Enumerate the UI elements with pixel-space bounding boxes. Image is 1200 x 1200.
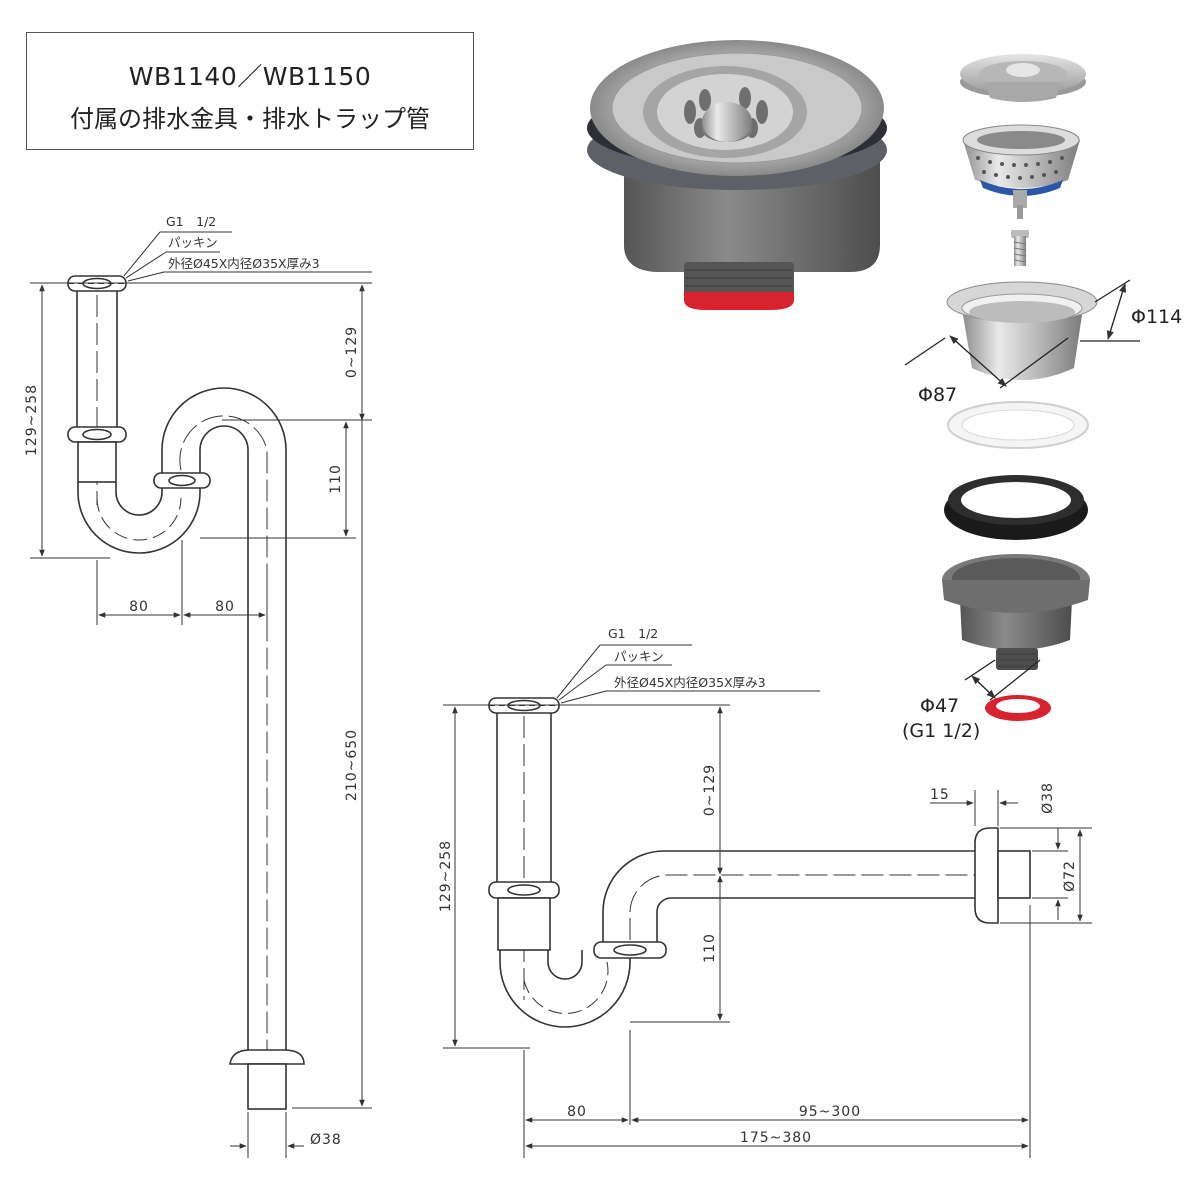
p-trap-wall-flange: [974, 827, 1031, 924]
s-trap-packing-spec: 外径Ø45X内径Ø35X厚み3: [168, 256, 320, 271]
exploded-parts: [942, 54, 1098, 721]
p-trap-dim-flange-depth: 15: [930, 787, 950, 803]
s-trap-union-nut: [153, 472, 211, 489]
black-seal-image: [944, 475, 1088, 540]
s-trap-mid-nut: [67, 426, 127, 443]
s-trap-dim-upper-total: 129~258: [24, 384, 40, 456]
strainer-dia-flange: Φ114: [1131, 306, 1182, 328]
s-trap-packing-label: パッキン: [168, 235, 218, 250]
s-trap-floor-flange: [229, 1049, 305, 1110]
p-trap-dim-upper-total: 129~258: [438, 840, 454, 912]
strainer-basket-image: [962, 124, 1080, 219]
strainer-outlet-thread: (G1 1/2): [902, 720, 980, 742]
p-trap-dim-top-adjust: 0~129: [702, 764, 718, 816]
strainer-cap-image: [960, 54, 1086, 102]
p-trap-dim-width-right: 95~300: [799, 1104, 861, 1120]
s-trap-dim-top-adjust: 0~129: [344, 326, 360, 378]
p-trap-drawing: [488, 697, 1031, 1028]
s-trap-dim-trap-depth: 110: [328, 464, 344, 494]
gray-housing-image: [942, 554, 1090, 670]
strainer-dimensions: [904, 279, 1140, 701]
s-trap-dimensions: [30, 231, 372, 1158]
p-trap-packing-label: パッキン: [614, 649, 664, 664]
strainer-flange-image: [946, 281, 1098, 380]
p-trap-thread-label: G1 1/2: [608, 626, 658, 641]
strainer-dia-body: Φ87: [918, 384, 957, 406]
s-trap-dim-outlet: Ø38: [310, 1132, 342, 1148]
s-trap-dim-vertical: 210~650: [344, 729, 360, 801]
red-gasket-image: [985, 695, 1051, 721]
p-trap-dim-width-left: 80: [567, 1104, 587, 1120]
s-trap-thread-label: G1 1/2: [166, 214, 216, 229]
white-gasket-image: [947, 401, 1089, 449]
p-trap-dim-trap-depth: 110: [702, 933, 718, 963]
model-number: WB1140／WB1150: [128, 62, 372, 91]
p-trap-packing-spec: 外径Ø45X内径Ø35X厚み3: [614, 675, 766, 690]
screw-image: [1011, 230, 1029, 266]
assembled-strainer-image: [587, 40, 887, 310]
strainer-dia-outlet: Φ47: [920, 695, 959, 717]
p-trap-mid-nut: [488, 881, 560, 899]
page-title: 付属の排水金具・排水トラップ管: [70, 105, 430, 133]
s-trap-dim-width-right: 80: [215, 599, 235, 615]
p-trap-union-nut: [593, 941, 667, 959]
p-trap-dimensions: [443, 644, 1092, 1158]
p-trap-dim-total-width: 175~380: [740, 1130, 812, 1146]
s-trap-drawing: [67, 275, 305, 1110]
p-trap-dim-pipe-dia: Ø38: [1040, 782, 1056, 814]
title-box: WB1140／WB1150 付属の排水金具・排水トラップ管: [26, 32, 474, 150]
p-trap-dim-flange-dia: Ø72: [1062, 860, 1078, 892]
s-trap-dim-width-left: 80: [129, 599, 149, 615]
